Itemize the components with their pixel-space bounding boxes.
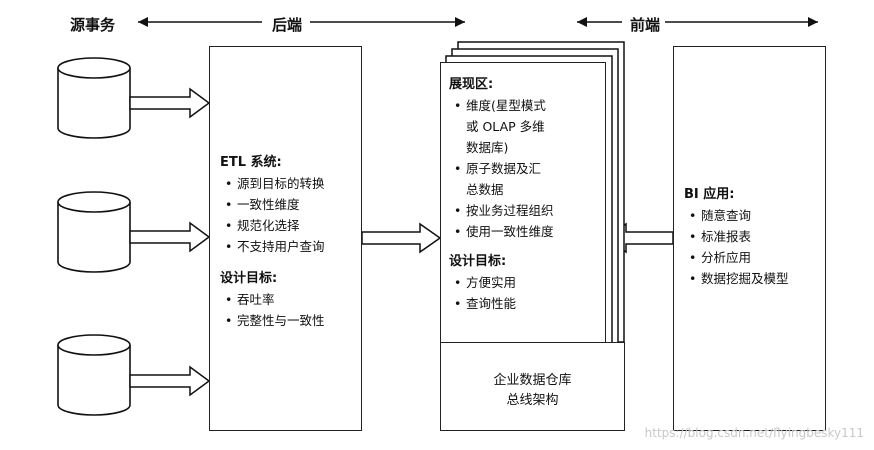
source-database-icon-1 (57, 57, 131, 139)
list-item: 吞吐率 (220, 289, 361, 310)
etl-system-box: ETL 系统: 源到目标的转换 一致性维度 规范化选择 不支持用户查询 设计目标… (209, 46, 362, 431)
presentation-goals-title: 设计目标: (449, 254, 507, 269)
frontend-label: 前端 (630, 16, 661, 34)
list-item-line: 原子数据及汇 (466, 161, 542, 176)
list-item: 标准报表 (684, 226, 825, 247)
list-item: 维度(星型模式 或 OLAP 多维 数据库) (449, 95, 605, 158)
backend-frontend-arrow (310, 17, 622, 27)
presentation-goals-list: 方便实用 查询性能 (449, 272, 605, 314)
bus-line-1: 企业数据仓库 (493, 373, 572, 388)
etl-goals-title: 设计目标: (220, 271, 278, 286)
flow-arrow-1 (129, 87, 211, 119)
bi-applications-box: BI 应用: 随意查询 标准报表 分析应用 数据挖掘及模型 (673, 46, 826, 431)
source-database-icon-3 (57, 334, 131, 416)
presentation-list: 维度(星型模式 或 OLAP 多维 数据库) 原子数据及汇 总数据 按业务过程组… (449, 95, 605, 242)
list-item-line: 或 OLAP 多维 (466, 119, 545, 134)
source-transactions-label: 源事务 (70, 16, 116, 34)
bi-list: 随意查询 标准报表 分析应用 数据挖掘及模型 (684, 205, 825, 289)
flow-arrow-2 (129, 221, 211, 253)
list-item: 原子数据及汇 总数据 (449, 158, 605, 200)
list-item: 源到目标的转换 (220, 173, 361, 194)
presentation-area-box: 展现区: 维度(星型模式 或 OLAP 多维 数据库) 原子数据及汇 总数据 按… (440, 62, 606, 343)
list-item: 完整性与一致性 (220, 310, 361, 331)
list-item-line: 使用一致性维度 (466, 224, 554, 239)
list-item-line: 总数据 (466, 182, 504, 197)
list-item: 方便实用 (449, 272, 605, 293)
list-item: 数据挖掘及模型 (684, 268, 825, 289)
list-item: 按业务过程组织 (449, 200, 605, 221)
source-backend-arrow (138, 17, 262, 27)
list-item-line: 数据库) (466, 140, 509, 155)
etl-list: 源到目标的转换 一致性维度 规范化选择 不支持用户查询 (220, 173, 361, 257)
list-item-line: 按业务过程组织 (466, 203, 554, 218)
list-item: 不支持用户查询 (220, 236, 361, 257)
list-item: 使用一致性维度 (449, 221, 605, 242)
list-item: 一致性维度 (220, 194, 361, 215)
flow-arrow-3 (129, 365, 211, 397)
etl-goals-list: 吞吐率 完整性与一致性 (220, 289, 361, 331)
bus-line-2: 总线架构 (506, 393, 559, 408)
source-database-icon-2 (57, 191, 131, 273)
bus-architecture-box: 企业数据仓库 总线架构 (440, 342, 625, 431)
list-item: 随意查询 (684, 205, 825, 226)
watermark: https://blog.csdn.net/flyingbesky111 (644, 426, 864, 440)
list-item: 规范化选择 (220, 215, 361, 236)
etl-title: ETL 系统: (220, 155, 282, 170)
frontend-arrow (665, 17, 818, 27)
list-item: 分析应用 (684, 247, 825, 268)
flow-arrow-etl-to-presentation (361, 222, 442, 254)
list-item-line: 维度(星型模式 (466, 98, 546, 113)
list-item: 查询性能 (449, 293, 605, 314)
presentation-title: 展现区: (449, 77, 494, 92)
backend-label: 后端 (272, 16, 303, 34)
bi-title: BI 应用: (684, 187, 735, 202)
